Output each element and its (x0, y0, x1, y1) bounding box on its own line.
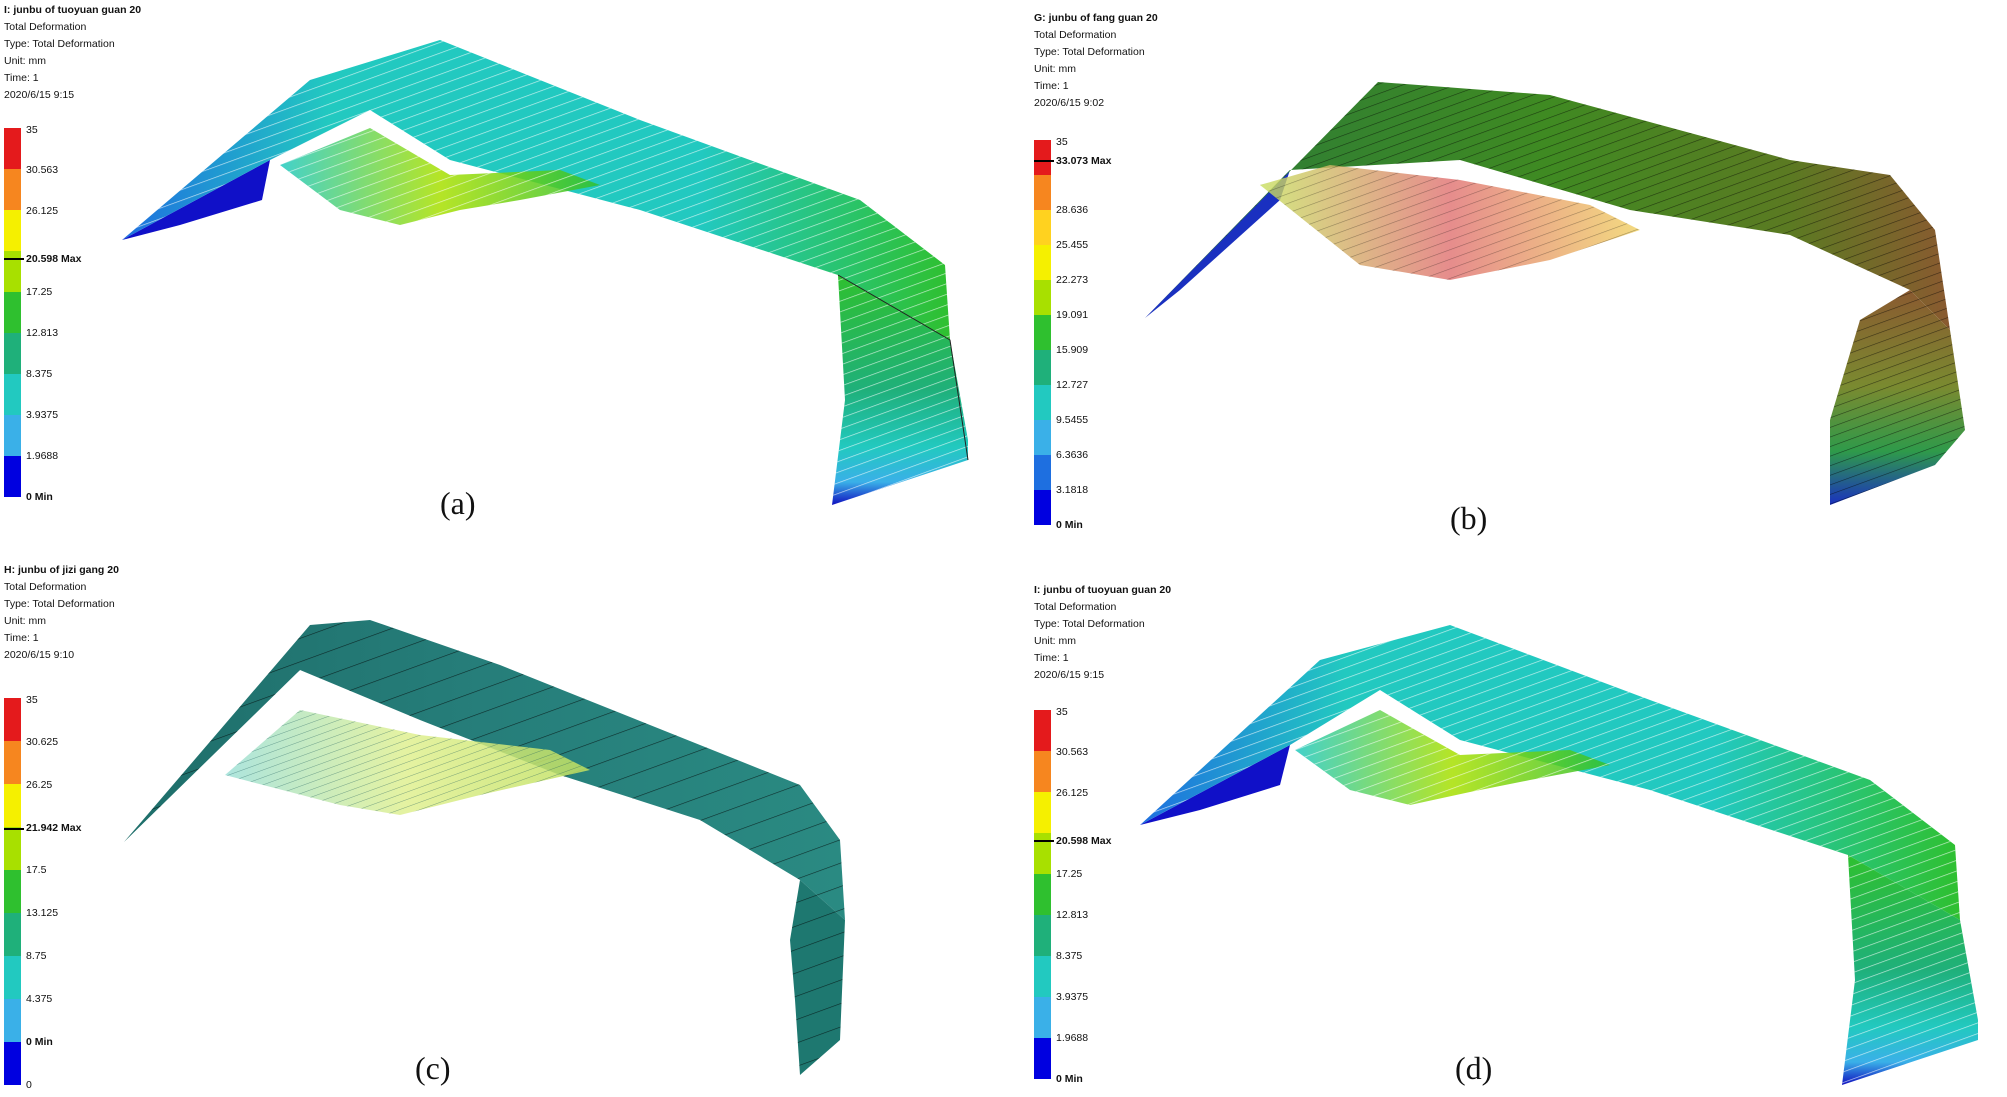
legend-max: 21.942 Max (26, 822, 82, 834)
info-time-c: Time: 1 (4, 632, 39, 644)
legend-tick: 15.909 (1056, 344, 1089, 356)
info-block-d: I: junbu of tuoyuan guan 20 Total Deform… (1034, 582, 1171, 684)
legend-tick: 30.563 (1056, 746, 1089, 758)
legend-tick: 35 (1056, 706, 1068, 718)
info-result-c: Total Deformation (4, 581, 87, 593)
legend-tick: 3.9375 (26, 409, 59, 421)
legend-tick: 35 (26, 124, 38, 136)
legend-tick: 17.25 (1056, 868, 1083, 880)
caption-b: (b) (1450, 500, 1488, 536)
legend-tick: 22.273 (1056, 274, 1089, 286)
info-time-d: Time: 1 (1034, 652, 1069, 664)
info-result-a: Total Deformation (4, 21, 87, 33)
legend-tick: 12.727 (1056, 379, 1089, 391)
legend-tick: 17.5 (26, 864, 47, 876)
legend-tick: 4.375 (26, 993, 53, 1005)
caption-c: (c) (415, 1050, 451, 1086)
legend-min: 0 Min (1056, 1073, 1083, 1085)
info-date-c: 2020/6/15 9:10 (4, 649, 75, 661)
legend-tick: 26.125 (1056, 787, 1089, 799)
legend-tick: 1.9688 (1056, 1032, 1089, 1044)
info-date-a: 2020/6/15 9:15 (4, 89, 75, 101)
legend-tick: 6.3636 (1056, 449, 1089, 461)
info-time-b: Time: 1 (1034, 80, 1069, 92)
legend-tick: 8.375 (26, 368, 53, 380)
info-unit-c: Unit: mm (4, 615, 46, 627)
legend-min: 0 Min (26, 1036, 53, 1048)
legend-bar-a (4, 128, 21, 497)
legend-tick: 26.25 (26, 779, 53, 791)
info-block-c: H: junbu of jizi gang 20 Total Deformati… (4, 562, 119, 664)
legend-tick: 19.091 (1056, 309, 1089, 321)
info-unit-a: Unit: mm (4, 55, 46, 67)
info-type-b: Type: Total Deformation (1034, 46, 1145, 58)
info-time-a: Time: 1 (4, 72, 39, 84)
caption-d: (d) (1455, 1050, 1493, 1086)
info-type-a: Type: Total Deformation (4, 38, 115, 50)
panel-d: I: junbu of tuoyuan guan 20 Total Deform… (1030, 580, 2007, 1097)
caption-a: (a) (440, 485, 476, 521)
legend-tick: 30.625 (26, 736, 59, 748)
info-date-d: 2020/6/15 9:15 (1034, 669, 1105, 681)
info-unit-b: Unit: mm (1034, 63, 1076, 75)
legend-tick: 35 (1056, 136, 1068, 148)
panel-b: G: junbu of fang guan 20 Total Deformati… (1030, 0, 2007, 548)
legend-tick: 17.25 (26, 286, 53, 298)
legend-max: 33.073 Max (1056, 155, 1112, 167)
panel-title-c: H: junbu of jizi gang 20 (4, 564, 119, 576)
deformation-model-d (1140, 625, 1978, 1085)
panel-c: H: junbu of jizi gang 20 Total Deformati… (0, 560, 1000, 1097)
legend-tick: 3.9375 (1056, 991, 1089, 1003)
info-result-b: Total Deformation (1034, 29, 1117, 41)
info-unit-d: Unit: mm (1034, 635, 1076, 647)
deformation-model-a (122, 40, 969, 505)
legend-tick: 9.5455 (1056, 414, 1089, 426)
legend-tick: 28.636 (1056, 204, 1089, 216)
legend-max: 20.598 Max (26, 253, 82, 265)
legend-bar-c (4, 698, 21, 1085)
deformation-model-b (1145, 82, 1965, 505)
legend-tick: 26.125 (26, 205, 59, 217)
info-date-b: 2020/6/15 9:02 (1034, 97, 1105, 109)
legend-min: 0 Min (26, 491, 53, 503)
legend-tick: 0 (26, 1079, 32, 1091)
legend-tick: 30.563 (26, 164, 59, 176)
info-result-d: Total Deformation (1034, 601, 1117, 613)
info-block-a: I: junbu of tuoyuan guan 20 Total Deform… (4, 2, 141, 104)
legend-tick: 13.125 (26, 907, 59, 919)
legend-tick: 8.75 (26, 950, 47, 962)
legend-tick: 3.1818 (1056, 484, 1089, 496)
deformation-model-c (124, 620, 845, 1075)
legend-tick: 12.813 (26, 327, 59, 339)
panel-title-b: G: junbu of fang guan 20 (1034, 12, 1158, 24)
info-type-c: Type: Total Deformation (4, 598, 115, 610)
legend-tick: 25.455 (1056, 239, 1089, 251)
panel-a: I: junbu of tuoyuan guan 20 Total Deform… (0, 0, 1000, 548)
legend-tick: 8.375 (1056, 950, 1083, 962)
legend-tick: 12.813 (1056, 909, 1089, 921)
panel-title-a: I: junbu of tuoyuan guan 20 (4, 4, 142, 16)
legend-bar-d (1034, 710, 1051, 1079)
info-type-d: Type: Total Deformation (1034, 618, 1145, 630)
legend-tick: 1.9688 (26, 450, 59, 462)
legend-max: 20.598 Max (1056, 835, 1112, 847)
legend-bar-b (1034, 140, 1051, 525)
legend-min: 0 Min (1056, 519, 1083, 531)
panel-title-d: I: junbu of tuoyuan guan 20 (1034, 584, 1172, 596)
legend-tick: 35 (26, 694, 38, 706)
info-block-b: G: junbu of fang guan 20 Total Deformati… (1034, 10, 1158, 112)
